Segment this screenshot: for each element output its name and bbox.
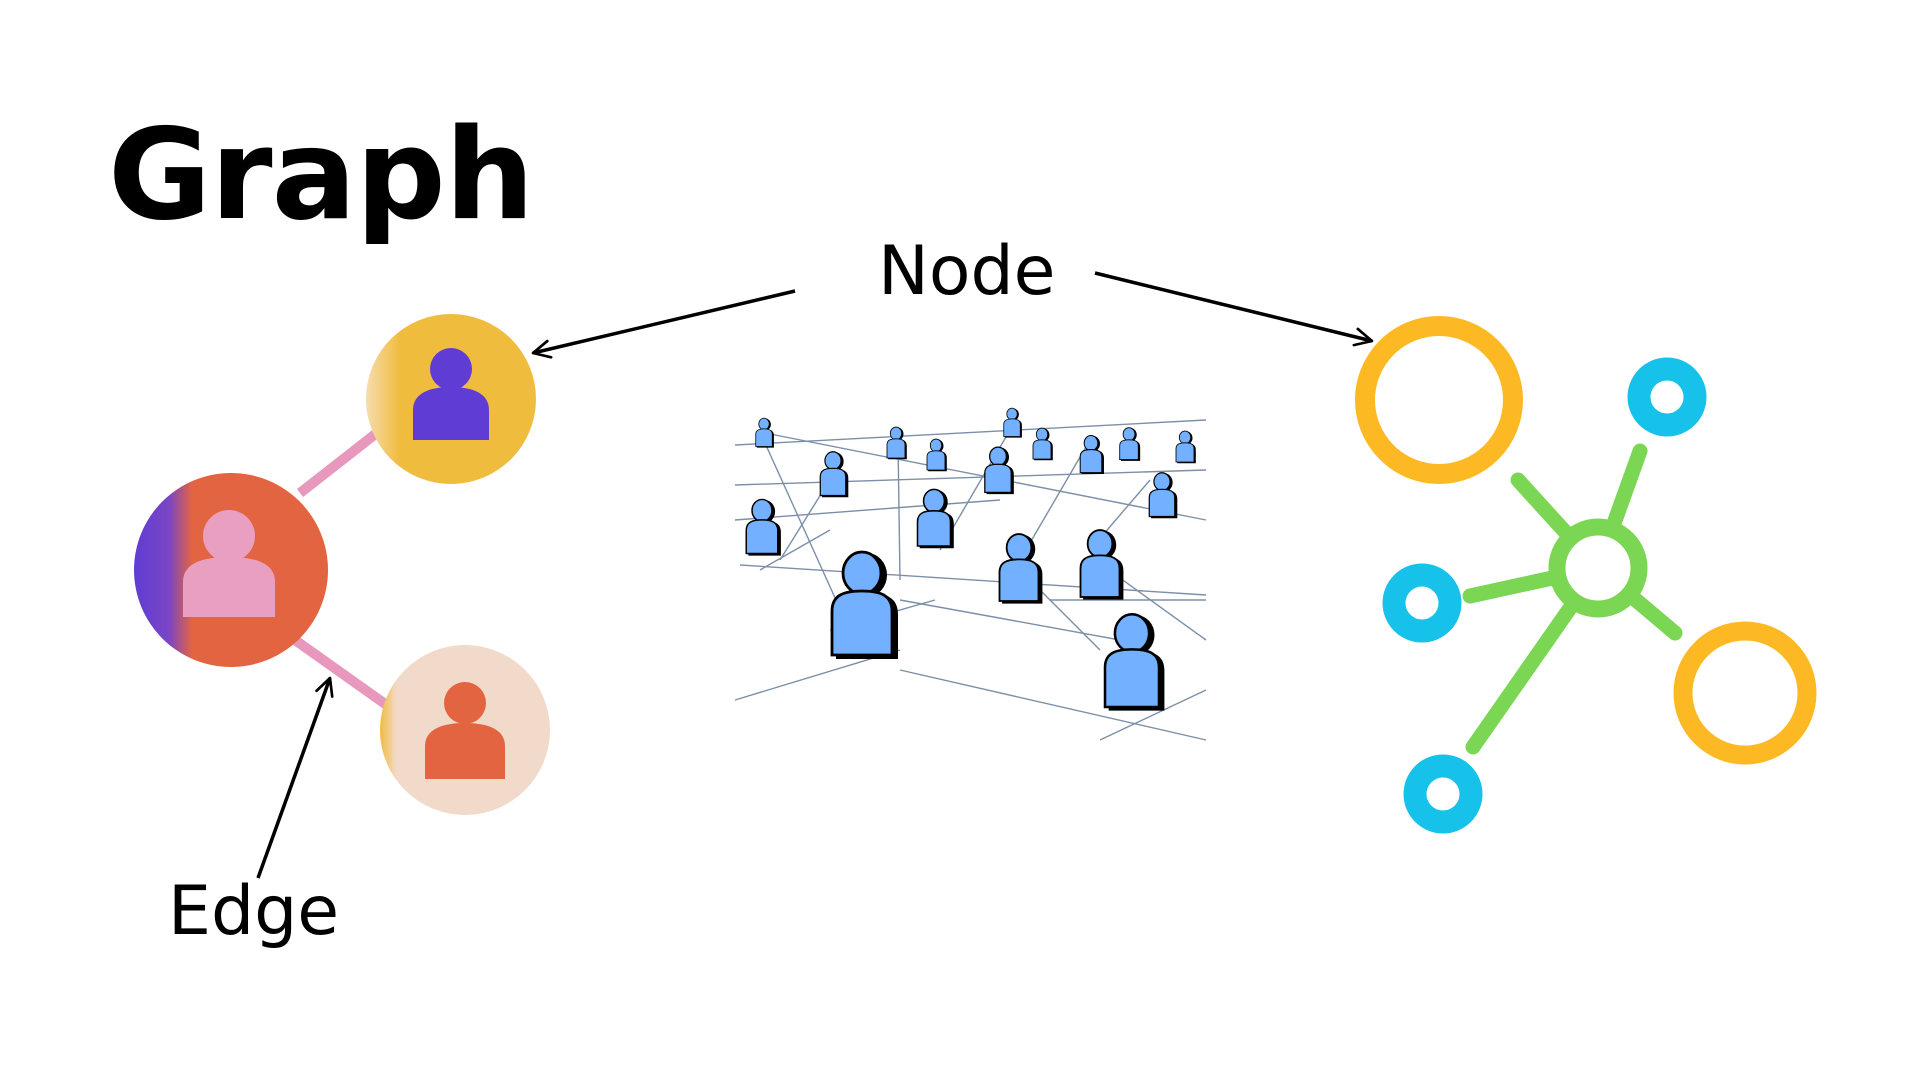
cyan-node-left: [1382, 563, 1462, 643]
person-graph: [134, 314, 550, 815]
arrow-to-person-node: [531, 289, 796, 359]
edge-line-top: [296, 428, 382, 497]
cyan-node-top: [1627, 357, 1707, 437]
person-node-center: [134, 473, 328, 667]
edge-label: Edge: [168, 872, 340, 951]
yellow-node-small: [1673, 621, 1817, 765]
yellow-node-large: [1355, 316, 1523, 484]
edge-line-bottom: [292, 635, 391, 711]
person-node-bottom: [380, 645, 550, 815]
arrow-to-edge: [256, 676, 334, 879]
cyan-node-bottom: [1403, 754, 1483, 834]
person-icon: [413, 348, 489, 440]
hub-node: [1548, 518, 1648, 618]
page-title: Graph: [108, 101, 534, 248]
arrow-to-network-node: [1094, 271, 1374, 347]
person-icon: [425, 682, 505, 779]
node-label: Node: [878, 232, 1056, 311]
node-graph-icon: [1355, 316, 1817, 834]
person-node-top: [366, 314, 536, 484]
crowd-network-icon: [734, 407, 1207, 741]
person-icon: [183, 510, 275, 617]
